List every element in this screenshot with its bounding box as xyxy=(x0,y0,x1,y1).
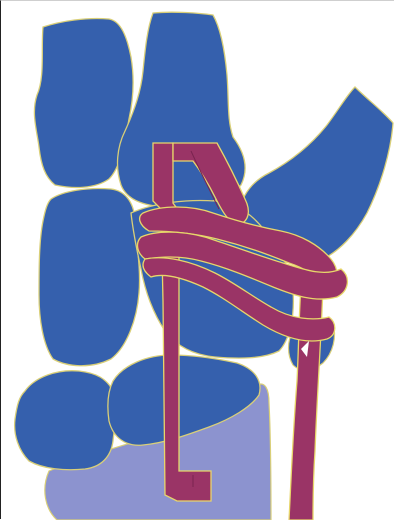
bone-middle-left xyxy=(39,188,140,365)
bone-lower-left xyxy=(15,371,116,470)
